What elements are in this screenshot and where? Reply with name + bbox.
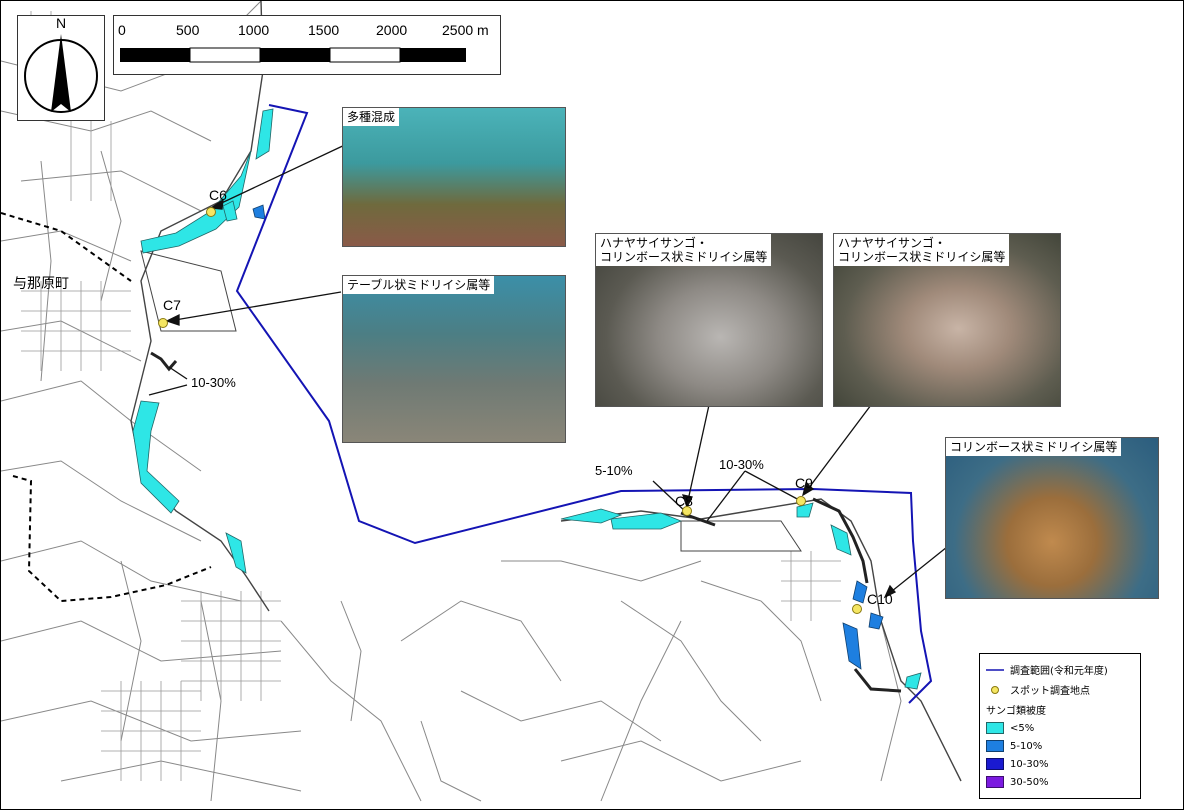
legend-label: 10-30% (1010, 758, 1049, 770)
legend-item-10-30: 10-30% (986, 758, 1049, 770)
photo-c8-pocillopora: ハナヤサイサンゴ・ コリンボース状ミドリイシ属等 (595, 233, 823, 407)
coral-lt5-areas (132, 108, 922, 690)
legend-survey-range: 調査範囲(令和元年度) (986, 662, 1108, 677)
scale-tick: 1500 (308, 22, 340, 38)
photo-caption: コリンボース状ミドリイシ属等 (946, 438, 1122, 456)
scale-tick: 2500 m (442, 22, 489, 38)
station-label-c9: C9 (795, 475, 813, 491)
scale-tick: 0 (118, 22, 126, 38)
photo-c10-corymbose: コリンボース状ミドリイシ属等 (945, 437, 1159, 599)
swatch-lt5 (986, 722, 1004, 734)
station-label-c7: C7 (163, 297, 181, 313)
scale-tick: 1000 (238, 22, 270, 38)
photo-caption: テーブル状ミドリイシ属等 (343, 276, 495, 294)
spot-points (158, 207, 862, 614)
survey-range-swatch (986, 668, 1004, 671)
north-label: N (56, 15, 67, 31)
coverage-label-c8: 5-10% (595, 463, 633, 478)
map-legend: 調査範囲(令和元年度) スポット調査地点 サンゴ類被度 <5% 5-10% 10… (979, 653, 1141, 799)
photo-c9-pocillopora: ハナヤサイサンゴ・ コリンボース状ミドリイシ属等 (833, 233, 1061, 407)
station-label-c10: C10 (867, 591, 893, 607)
scale-bar: 0 500 1000 1500 2000 2500 m (113, 15, 501, 75)
north-arrow: N (17, 15, 105, 121)
legend-item-lt5: <5% (986, 722, 1034, 734)
coastline-west (130, 1, 270, 612)
legend-item-30-50: 30-50% (986, 776, 1049, 788)
scale-tick: 500 (176, 22, 200, 38)
swatch-5-10 (986, 740, 1004, 752)
leader-arrows (148, 142, 948, 599)
coverage-label-c7: 10-30% (191, 375, 236, 390)
survey-range-line (235, 104, 933, 704)
scale-bar-graphic (120, 47, 466, 63)
station-label-c6: C6 (209, 187, 227, 203)
compass-icon (24, 34, 98, 113)
photo-caption: 多種混成 (343, 108, 400, 126)
legend-label: スポット調査地点 (1010, 686, 1090, 697)
legend-label: 30-50% (1010, 776, 1049, 788)
reclaimed-land (140, 250, 237, 332)
harbor-area (680, 520, 802, 552)
photo-caption: ハナヤサイサンゴ・ コリンボース状ミドリイシ属等 (596, 234, 772, 266)
legend-coverage-title: サンゴ類被度 (986, 702, 1046, 717)
legend-label: <5% (1010, 722, 1035, 734)
legend-label: サンゴ類被度 (986, 706, 1046, 717)
photo-c7-table-acropora: テーブル状ミドリイシ属等 (342, 275, 566, 443)
legend-item-5-10: 5-10% (986, 740, 1042, 752)
legend-label: 調査範囲(令和元年度) (1010, 666, 1108, 677)
swatch-30-50 (986, 776, 1004, 788)
photo-c6-mixed: 多種混成 (342, 107, 566, 247)
scale-tick: 2000 (376, 22, 408, 38)
town-boundary (1, 212, 132, 282)
swatch-10-30 (986, 758, 1004, 770)
town-boundary-south (12, 475, 212, 603)
legend-spot-point: スポット調査地点 (986, 682, 1090, 697)
place-name-label: 与那原町 (13, 275, 69, 291)
coral-5-10-areas (252, 204, 884, 670)
photo-caption: ハナヤサイサンゴ・ コリンボース状ミドリイシ属等 (834, 234, 1010, 266)
spot-point-swatch (991, 685, 999, 694)
coverage-label-c9: 10-30% (719, 457, 764, 472)
station-label-c8: C8 (675, 493, 693, 509)
legend-label: 5-10% (1010, 740, 1043, 752)
coastline-south (560, 498, 962, 782)
